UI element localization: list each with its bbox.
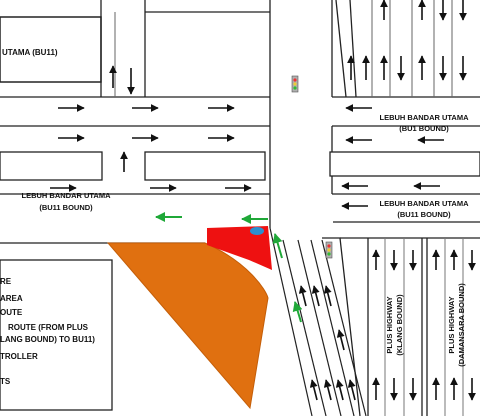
green-route-arrows bbox=[155, 212, 303, 323]
highway-lane-lines bbox=[384, 238, 464, 416]
traffic-light-top bbox=[291, 75, 299, 93]
highway-blocks bbox=[322, 237, 480, 416]
highway-damansara-label-line2: (DAMANSARA BOUND) bbox=[457, 283, 466, 367]
legend-item-5: LANG BOUND) TO BU11) bbox=[0, 335, 95, 344]
orange-area bbox=[106, 242, 269, 410]
legend-item-1: RE bbox=[0, 277, 12, 286]
right-lower-label-line1: LEBUH BANDAR UTAMA bbox=[379, 199, 469, 208]
right-upper-label-line2: (BU1 BOUND) bbox=[399, 124, 449, 133]
left-middle-label-line2: (BU11 BOUND) bbox=[39, 203, 93, 212]
legend-item-2: AREA bbox=[0, 294, 23, 303]
highway-klang-label-line1: PLUS HIGHWAY bbox=[385, 296, 394, 353]
highway-damansara-label-line1: PLUS HIGHWAY bbox=[447, 296, 456, 353]
highway-klang-label-line2: (KLANG BOUND) bbox=[395, 294, 404, 356]
left-middle-label-line1: LEBUH BANDAR UTAMA bbox=[21, 191, 111, 200]
right-lower-label-line2: (BU11 BOUND) bbox=[397, 210, 451, 219]
slip-road-lines bbox=[269, 227, 367, 416]
lane-dividers-top-right bbox=[114, 0, 453, 97]
traffic-light-bottom bbox=[325, 241, 333, 259]
blue-marker bbox=[250, 227, 264, 235]
median-center bbox=[144, 151, 266, 181]
legend-box bbox=[0, 259, 113, 411]
legend-item-3: OUTE bbox=[0, 308, 23, 317]
legend-item-7: TS bbox=[0, 377, 11, 386]
legend-item-4: ROUTE (FROM PLUS bbox=[8, 323, 89, 332]
lane-arrows bbox=[50, 0, 476, 401]
legend-item-6: TROLLER bbox=[0, 352, 38, 361]
red-box bbox=[207, 226, 272, 270]
right-upper-label-line1: LEBUH BANDAR UTAMA bbox=[379, 113, 469, 122]
median-right bbox=[329, 151, 480, 177]
top-left-block-label: UTAMA (BU11) bbox=[2, 48, 58, 57]
median-left bbox=[0, 151, 103, 181]
